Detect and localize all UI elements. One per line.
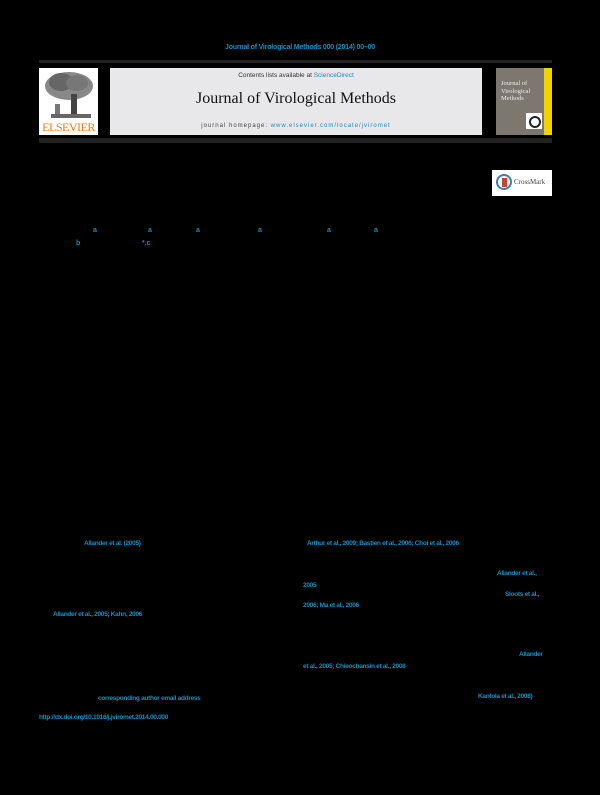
- doi-link[interactable]: http://dx.doi.org/10.1016/j.jviromet.201…: [39, 714, 169, 721]
- contents-prefix: Contents lists available at: [238, 72, 314, 79]
- homepage-line: journal homepage: www.elsevier.com/locat…: [110, 123, 482, 129]
- header-bottom-rule: [39, 138, 552, 143]
- citation-link[interactable]: Arthur et al., 2009; Bastien et al., 200…: [307, 540, 459, 547]
- crossmark-label: CrossMark: [514, 178, 546, 186]
- elsevier-tree-icon: [41, 70, 96, 120]
- affiliation-mark[interactable]: a: [196, 227, 200, 234]
- citation-link[interactable]: Allander: [519, 651, 543, 658]
- running-head[interactable]: Journal of Virological Methods 000 (2014…: [225, 44, 375, 51]
- affiliation-mark[interactable]: a: [93, 227, 97, 234]
- citation-link[interactable]: 2005: [303, 582, 317, 589]
- citation-link[interactable]: 2006; Ma et al., 2006: [303, 602, 359, 609]
- citation-link[interactable]: Allander et al., 2005; Kahn, 2006: [53, 611, 143, 618]
- elsevier-logo: ELSEVIER: [39, 68, 98, 135]
- publisher-name: ELSEVIER: [42, 120, 95, 134]
- citation-link[interactable]: Sloots et al.,: [505, 591, 540, 598]
- affiliation-mark[interactable]: a: [327, 227, 331, 234]
- sciencedirect-link[interactable]: ScienceDirect: [313, 72, 354, 79]
- journal-title: Journal of Virological Methods: [195, 90, 397, 107]
- cover-stripe: [544, 68, 552, 135]
- crossmark-icon: [496, 174, 512, 190]
- contents-line: Contents lists available at ScienceDirec…: [110, 72, 482, 79]
- affiliation-mark[interactable]: b: [76, 240, 81, 247]
- affiliation-mark[interactable]: a: [148, 227, 152, 234]
- header-top-rule: [39, 60, 552, 63]
- email-link[interactable]: corresponding author email address: [98, 695, 201, 702]
- corresponding-author-mark[interactable]: *,c: [142, 240, 151, 247]
- cover-seal-icon: [526, 113, 542, 129]
- journal-banner: Contents lists available at ScienceDirec…: [110, 68, 482, 135]
- journal-cover-image: Journal of Virological Methods: [496, 68, 552, 135]
- citation-link[interactable]: Kantola et al., 2008): [478, 693, 533, 700]
- citation-link[interactable]: et al., 2005; Chieochansin et al., 2008: [303, 663, 406, 670]
- crossmark-button[interactable]: CrossMark: [492, 170, 552, 196]
- homepage-link[interactable]: www.elsevier.com/locate/jviromet: [270, 123, 391, 129]
- affiliation-mark[interactable]: a: [258, 227, 262, 234]
- homepage-label: journal homepage:: [201, 123, 271, 129]
- cover-title: Journal of Virological Methods: [501, 80, 531, 102]
- citation-link[interactable]: Allander et al. (2005): [84, 540, 141, 547]
- affiliation-mark[interactable]: a: [374, 227, 378, 234]
- citation-link[interactable]: Allander et al.,: [497, 570, 537, 577]
